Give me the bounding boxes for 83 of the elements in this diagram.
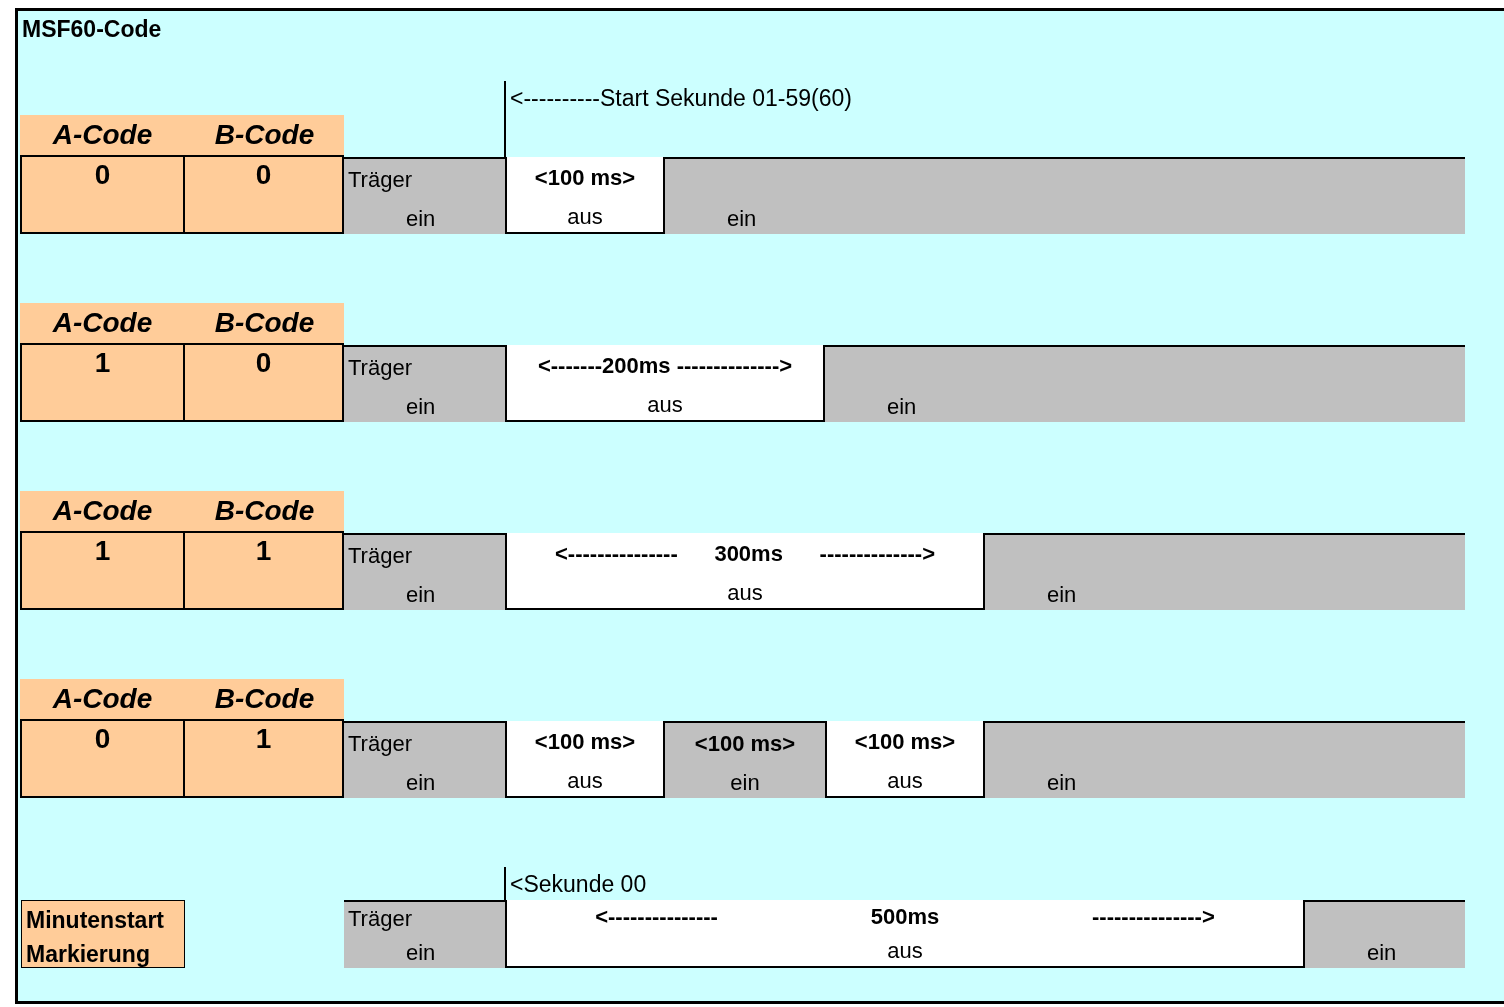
carrier-on-segment: [825, 345, 1465, 422]
state-text: aus: [726, 580, 764, 606]
column-header: [20, 491, 185, 533]
diagram-title: MSF60-Code: [22, 16, 162, 43]
bit-value: 1: [254, 535, 273, 567]
state-text: ein: [727, 206, 757, 232]
column-header: [185, 491, 344, 533]
carrier-on-segment: [344, 721, 505, 798]
bit-value: 1: [93, 347, 112, 379]
state-text: ein: [406, 940, 436, 966]
duration-text: <-------200ms -------------->: [536, 353, 794, 379]
marker-text: Minutenstart Markierung: [26, 907, 164, 967]
state-text: ein: [406, 582, 436, 608]
state-text: ein: [406, 394, 436, 420]
state-text: aus: [886, 768, 924, 794]
state-text: Träger: [348, 543, 412, 569]
header-text: A-Code: [51, 307, 154, 339]
duration-text: <100 ms>: [853, 729, 957, 755]
carrier-off-segment: [505, 721, 665, 798]
carrier-on-segment: [344, 900, 505, 968]
marker-label-box: [21, 900, 185, 968]
carrier-off-segment: [825, 721, 985, 798]
carrier-off-segment: [505, 900, 1305, 968]
bit-value-cell: [20, 719, 185, 798]
bit-value: 1: [254, 723, 273, 755]
timing-note: <Sekunde 00: [510, 871, 647, 898]
header-text: B-Code: [213, 495, 316, 527]
duration-text: <--------------- 300ms -------------->: [554, 541, 936, 567]
column-header: [185, 303, 344, 345]
carrier-on-segment: [985, 721, 1465, 798]
bit-value: 1: [93, 535, 112, 567]
carrier-off-segment: [505, 345, 825, 422]
carrier-on-segment: [665, 721, 825, 798]
state-text: aus: [566, 768, 604, 794]
bit-value-cell: [20, 155, 185, 234]
bit-value: 0: [93, 159, 112, 191]
duration-text: <100 ms>: [533, 165, 637, 191]
duration-text: <100 ms>: [693, 731, 797, 757]
bit-value-cell: [183, 531, 344, 610]
header-text: B-Code: [213, 307, 316, 339]
bit-value-cell: [183, 343, 344, 422]
carrier-on-segment: [344, 533, 505, 610]
column-header: [185, 679, 344, 721]
carrier-on-segment: [985, 533, 1465, 610]
state-text: Träger: [348, 167, 412, 193]
state-text: Träger: [348, 355, 412, 381]
state-text: aus: [566, 204, 604, 230]
carrier-on-segment: [1305, 900, 1465, 968]
header-text: A-Code: [51, 495, 154, 527]
state-text: ein: [1047, 770, 1077, 796]
header-text: A-Code: [51, 683, 154, 715]
bit-value: 0: [254, 159, 273, 191]
state-text: aus: [886, 938, 924, 964]
state-text: Träger: [348, 906, 412, 932]
timing-note: <----------Start Sekunde 01-59(60): [510, 85, 852, 112]
column-header: [185, 115, 344, 157]
carrier-off-segment: [505, 533, 985, 610]
column-header: [20, 115, 185, 157]
state-text: ein: [406, 770, 436, 796]
bit-value-cell: [20, 531, 185, 610]
state-text: ein: [406, 206, 436, 232]
header-text: A-Code: [51, 119, 154, 151]
header-text: B-Code: [213, 119, 316, 151]
bit-value: 0: [254, 347, 273, 379]
state-text: Träger: [348, 731, 412, 757]
bit-value-cell: [183, 719, 344, 798]
carrier-on-segment: [344, 345, 505, 422]
carrier-off-segment: [505, 157, 665, 234]
state-text: ein: [1367, 940, 1397, 966]
bit-value: 0: [93, 723, 112, 755]
carrier-on-segment: [344, 157, 505, 234]
column-header: [20, 303, 185, 345]
duration-text: <--------------- 500ms --------------->: [594, 904, 1216, 930]
bit-value-cell: [183, 155, 344, 234]
state-text: ein: [1047, 582, 1077, 608]
column-header: [20, 679, 185, 721]
carrier-on-segment: [665, 157, 1465, 234]
state-text: aus: [646, 392, 684, 418]
header-text: B-Code: [213, 683, 316, 715]
state-text: ein: [887, 394, 917, 420]
state-text: ein: [729, 770, 761, 796]
bit-value-cell: [20, 343, 185, 422]
duration-text: <100 ms>: [533, 729, 637, 755]
